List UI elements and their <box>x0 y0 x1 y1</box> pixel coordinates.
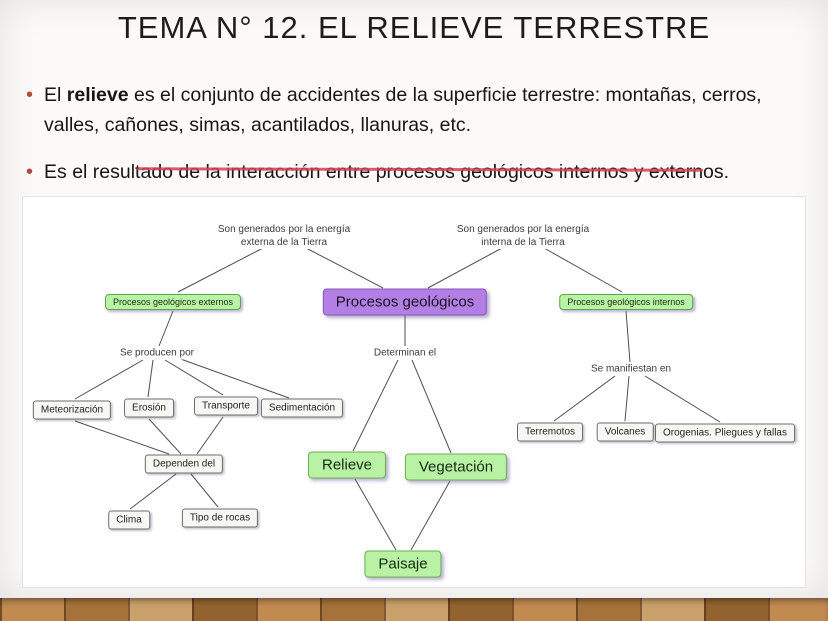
concept-map: Son generados por la energía externa de … <box>22 196 806 588</box>
bullet-marker: • <box>26 161 34 183</box>
node-erosion: Erosión <box>124 398 174 418</box>
bullet-1-rest: es el conjunto de accidentes de la super… <box>44 84 762 136</box>
node-paisaje: Paisaje <box>364 550 442 578</box>
bullet-list: • El relieve es el conjunto de accidente… <box>26 80 786 204</box>
bullet-1-text: El relieve es el conjunto de accidentes … <box>44 80 786 140</box>
node-clima: Clima <box>108 510 150 530</box>
bullet-item-2: • Es el resultado de la interacción entr… <box>26 157 786 187</box>
node-volcanes: Volcanes <box>596 422 654 442</box>
node-meteorizacion: Meteorización <box>32 400 112 420</box>
phrase-energia-externa: Son generados por la energía externa de … <box>215 223 353 249</box>
bullet-marker: • <box>26 84 34 106</box>
node-relieve: Relieve <box>307 451 387 479</box>
node-procesos-internos: Procesos geológicos internos <box>559 294 693 310</box>
phrase-determinan-el: Determinan el <box>371 346 439 360</box>
node-tipo-de-rocas: Tipo de rocas <box>181 508 259 528</box>
node-transporte: Transporte <box>194 396 258 416</box>
slide-title: TEMA N° 12. EL RELIEVE TERRESTRE <box>117 10 711 45</box>
bullet-2-text: Es el resultado de la interacción entre … <box>44 161 730 183</box>
node-procesos-geologicos: Procesos geológicos <box>322 288 488 316</box>
wood-floor-background <box>0 598 828 621</box>
node-procesos-externos: Procesos geológicos externos <box>104 294 242 310</box>
node-vegetacion: Vegetación <box>404 453 508 481</box>
phrase-se-producen-por: Se producen por <box>118 346 196 360</box>
phrase-energia-interna: Son generados por la energía interna de … <box>454 223 592 249</box>
phrase-se-manifiestan-en: Se manifiestan en <box>588 362 674 376</box>
node-terremotos: Terremotos <box>516 422 584 442</box>
bullet-1-prefix: El <box>44 84 67 106</box>
bullet-item-1: • El relieve es el conjunto de accidente… <box>26 80 786 140</box>
node-sedimentacion: Sedimentación <box>260 398 344 418</box>
node-orogenias: Orogenias. Pliegues y fallas <box>655 423 795 443</box>
connector-lines <box>74 247 721 551</box>
node-dependen-del: Dependen del <box>144 454 224 474</box>
slide-canvas: TEMA N° 12. EL RELIEVE TERRESTRE • El re… <box>0 0 828 598</box>
bullet-1-bold-term: relieve <box>66 84 129 106</box>
